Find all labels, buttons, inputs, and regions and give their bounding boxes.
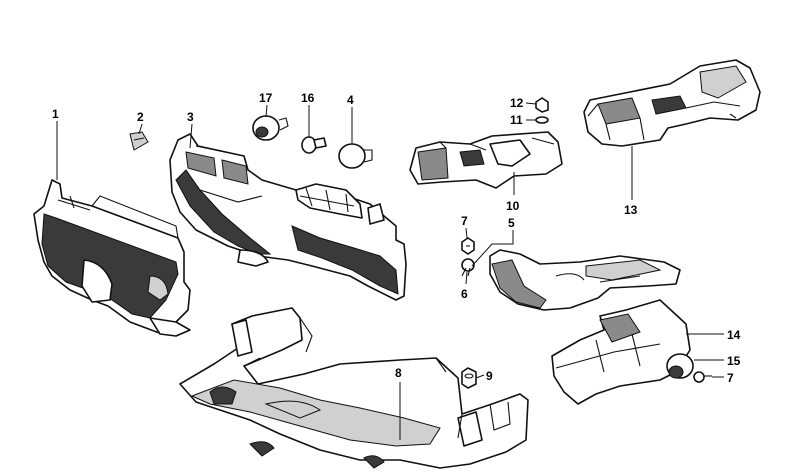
part-10-tray	[409, 131, 563, 189]
callout-7-lower: 7	[727, 371, 734, 385]
part-6-bolt	[461, 258, 475, 277]
callout-2: 2	[137, 110, 144, 124]
part-9-nut	[461, 367, 477, 389]
part-16-screw	[301, 136, 327, 154]
callout-3: 3	[187, 110, 194, 124]
callout-10: 10	[506, 199, 520, 213]
part-13-air-duct	[583, 59, 761, 147]
part-14-right-trim-panel	[551, 299, 691, 405]
callout-9: 9	[486, 369, 493, 383]
part-3-tunnel-trim	[169, 133, 407, 301]
callout-5: 5	[508, 216, 515, 230]
part-12-nut	[535, 97, 549, 113]
part-7-nut-upper	[461, 237, 475, 255]
callout-6: 6	[461, 287, 468, 301]
part-8-undertray	[179, 307, 529, 469]
part-1-left-trim-panel	[33, 179, 191, 337]
leader-lines	[56, 102, 724, 440]
callout-17: 17	[259, 91, 273, 105]
callout-13: 13	[624, 203, 638, 217]
callout-7-upper: 7	[461, 214, 468, 228]
part-17-grommet	[252, 115, 289, 141]
part-7-screw-lower	[693, 371, 712, 383]
callout-4: 4	[347, 93, 354, 107]
part-5-side-duct	[489, 249, 681, 311]
callout-1: 1	[52, 107, 59, 121]
part-4-cap	[338, 143, 373, 169]
callout-8: 8	[395, 366, 402, 380]
callout-15: 15	[727, 354, 741, 368]
callout-11: 11	[510, 113, 523, 127]
part-11-washer	[535, 116, 549, 124]
part-2-clip	[129, 131, 149, 151]
callout-14: 14	[727, 328, 741, 342]
callout-labels: 1 2 3 17 16 4 12 11 10 13 7 5 6 8 9 14 1…	[52, 91, 741, 385]
callout-12: 12	[510, 96, 524, 110]
part-15-grommet	[666, 353, 694, 379]
callout-16: 16	[301, 91, 315, 105]
